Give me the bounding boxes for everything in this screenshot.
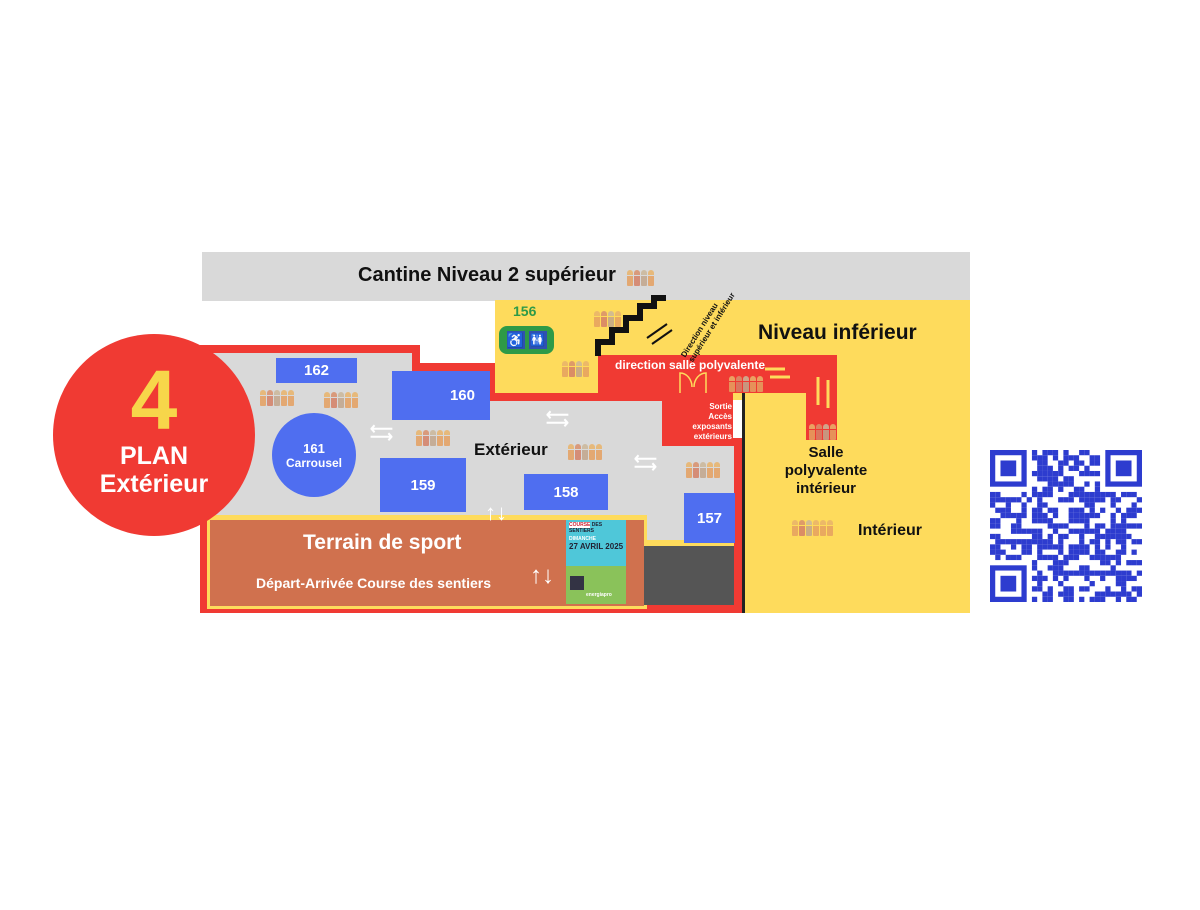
salle-line1: Salle — [808, 444, 844, 461]
vertical-arrows-icon: ↑↓ — [485, 500, 507, 525]
two-way-arrow-icon: ⟵⟶ — [370, 421, 393, 446]
cantine-band — [202, 252, 970, 301]
salle-polyvalente-label: Salle polyvalente intérieur — [776, 444, 876, 498]
interieur-label: Intérieur — [858, 522, 923, 539]
sortie-line1: Sortie — [709, 402, 732, 411]
qr-code[interactable] — [990, 450, 1142, 602]
booth-161[interactable]: 161 Carrousel — [272, 413, 356, 497]
accessible-toilets: ♿ 🚻 — [499, 326, 554, 354]
booth-161-name: Carrousel — [285, 455, 343, 470]
race-poster[interactable]: COURSE DES SENTIERS DIMANCHE 27 AVRIL 20… — [566, 520, 626, 604]
booth-156-label: 156 — [513, 303, 537, 319]
people-icon — [594, 311, 621, 327]
booth-157[interactable]: 157 — [684, 493, 735, 543]
people-icon — [324, 392, 358, 408]
people-icon — [562, 361, 589, 377]
poster-title1: COURSE — [569, 522, 591, 528]
booth-159[interactable]: 159 — [380, 458, 466, 512]
poster-date: 27 AVRIL 2025 — [569, 542, 624, 551]
people-icon — [686, 462, 720, 478]
yellow-area-right — [742, 300, 970, 613]
poster-day: DIMANCHE — [569, 536, 596, 542]
salle-line2: polyvalente — [784, 462, 868, 479]
salle-line3: intérieur — [795, 480, 856, 497]
plan-badge: 4 PLAN Extérieur — [53, 334, 255, 536]
people-icon — [729, 376, 763, 392]
poster-title2: DES SENTIERS — [569, 522, 603, 534]
booth-158[interactable]: 158 — [524, 474, 608, 510]
two-way-arrow-icon: ⟵⟶ — [634, 451, 657, 476]
people-icon — [416, 430, 450, 446]
two-way-arrow-icon: ⟵⟶ — [546, 407, 569, 432]
badge-number: 4 — [130, 353, 178, 447]
booth-161-number: 161 — [303, 440, 325, 456]
toilets-icon: 🚻 — [528, 331, 547, 349]
sortie-line2: Accès exposants — [692, 412, 732, 431]
niveau-inferieur-label: Niveau inférieur — [758, 321, 917, 344]
wheelchair-icon: ♿ — [506, 331, 525, 349]
badge-line1: PLAN — [119, 442, 189, 470]
direction-salle-label: direction salle polyvalente — [615, 358, 766, 372]
people-icon — [792, 520, 833, 536]
poster-sponsor: energiapro — [586, 592, 612, 598]
terrain-label: Terrain de sport — [303, 531, 462, 554]
people-icon — [568, 444, 602, 460]
booth-162[interactable]: 162 — [276, 358, 357, 383]
exterieur-label: Extérieur — [474, 440, 548, 459]
people-icon — [627, 270, 654, 286]
people-icon — [260, 390, 294, 406]
sortie-line3: extérieurs — [693, 432, 732, 441]
poster-qr — [570, 576, 584, 590]
people-icon — [809, 424, 836, 440]
course-label: Départ-Arrivée Course des sentiers — [256, 575, 491, 591]
badge-line2: Extérieur — [99, 470, 209, 498]
vertical-arrows-icon: ↑↓ — [530, 562, 554, 589]
booth-160[interactable]: 160 — [392, 371, 490, 420]
sortie-label: Sortie Accès exposants extérieurs — [668, 402, 732, 442]
stairs-icon — [595, 295, 666, 356]
cantine-label: Cantine Niveau 2 supérieur — [358, 264, 616, 286]
